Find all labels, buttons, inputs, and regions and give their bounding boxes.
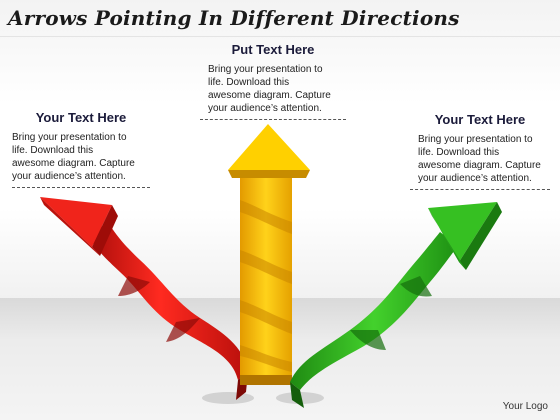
left-heading: Your Text Here (35, 110, 127, 125)
left-body: Bring your presentation to life. Downloa… (12, 131, 150, 183)
center-body-line: your audience’s attention. (208, 103, 322, 114)
center-dashed-line (200, 119, 346, 120)
left-body-line: life. Download this (12, 145, 94, 156)
right-heading: Your Text Here (434, 112, 526, 127)
center-body-line: life. Download this (208, 77, 290, 88)
yellow-arrow (228, 124, 310, 385)
right-dashed-line (410, 189, 550, 190)
center-body: Bring your presentation to life. Downloa… (200, 63, 346, 115)
red-arrow-shadow (202, 392, 254, 404)
left-body-line: your audience’s attention. (12, 171, 126, 182)
title-divider (0, 36, 560, 37)
center-heading: Put Text Here (231, 42, 315, 57)
right-body-line: life. Download this (418, 147, 500, 158)
center-body-line: Bring your presentation to (208, 64, 323, 75)
logo-placeholder: Your Logo (502, 401, 548, 412)
text-block-left: Your Text Here Bring your presentation t… (12, 110, 150, 188)
right-body-line: awesome diagram. Capture (418, 160, 541, 171)
right-body-line: your audience’s attention. (418, 173, 532, 184)
text-block-right: Your Text Here Bring your presentation t… (410, 112, 550, 190)
text-block-center: Put Text Here Bring your presentation to… (200, 42, 346, 120)
right-body-line: Bring your presentation to (418, 134, 533, 145)
right-body: Bring your presentation to life. Downloa… (410, 133, 550, 185)
left-body-line: Bring your presentation to (12, 132, 127, 143)
red-arrow (40, 197, 248, 400)
green-arrow (290, 202, 502, 408)
center-body-line: awesome diagram. Capture (208, 90, 331, 101)
slide-title: Arrows Pointing In Different Directions (8, 6, 460, 30)
left-body-line: awesome diagram. Capture (12, 158, 135, 169)
left-dashed-line (12, 187, 150, 188)
